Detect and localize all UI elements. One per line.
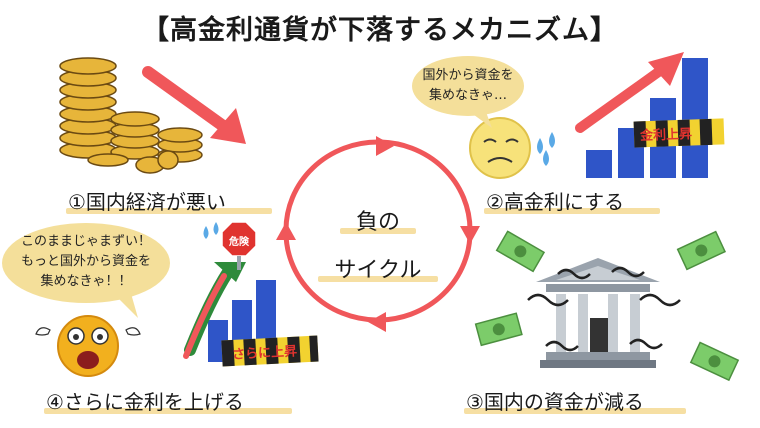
sweat-drops-icon <box>537 132 555 166</box>
flying-money-icon <box>474 230 740 382</box>
negative-cycle-ring <box>276 136 480 332</box>
bubble-bottom-line1: このままじゃまずい！ <box>20 234 151 249</box>
speech-bubble-top <box>412 56 524 128</box>
step3-underline <box>464 408 686 414</box>
tape-bottom-label: さらに上昇 <box>231 344 298 363</box>
shocked-face-icon <box>35 315 141 377</box>
bubble-bottom-line2: もっと国外から資金を <box>20 254 151 269</box>
step2-label: ②高金利にする <box>486 190 625 214</box>
decline-arrow <box>142 66 232 134</box>
tape-top-label: 金利上昇 <box>639 127 693 144</box>
crack-lines <box>527 266 681 352</box>
cycle-title-line2: サイクル <box>334 258 422 283</box>
rising-bar-chart-icon <box>586 58 708 178</box>
caution-tape-top <box>633 118 725 148</box>
bubble-top-line2: 集めなきゃ… <box>428 88 507 103</box>
danger-sign-label: 危険 <box>229 237 249 248</box>
step4-underline <box>44 408 292 414</box>
caution-tape-bottom <box>221 335 319 367</box>
danger-sign-icon <box>221 221 257 270</box>
coin-stacks-icon <box>59 57 203 174</box>
step1-underline <box>66 208 272 214</box>
bubble-top-line1: 国外から資金を <box>422 68 514 83</box>
step3-label: ③国内の資金が減る <box>466 390 644 414</box>
cycle-title-line1: 負の <box>355 210 400 235</box>
center-underline-1 <box>340 228 416 234</box>
bank-building-icon <box>536 258 660 368</box>
speech-bubble-bottom <box>2 223 170 318</box>
sad-face-icon <box>469 117 531 179</box>
page-title: 【高金利通貨が下落するメカニズム】 <box>142 15 618 46</box>
step1-label: ①国内経済が悪い <box>68 190 226 214</box>
step4-label: ④さらに金利を上げる <box>46 390 244 414</box>
decline-arrow-head <box>210 108 246 144</box>
center-underline-2 <box>318 276 438 282</box>
sweat-drops-icon-2 <box>203 222 219 239</box>
step2-underline <box>484 208 660 214</box>
bubble-bottom-line3: 集めなきゃ！！ <box>40 274 132 289</box>
